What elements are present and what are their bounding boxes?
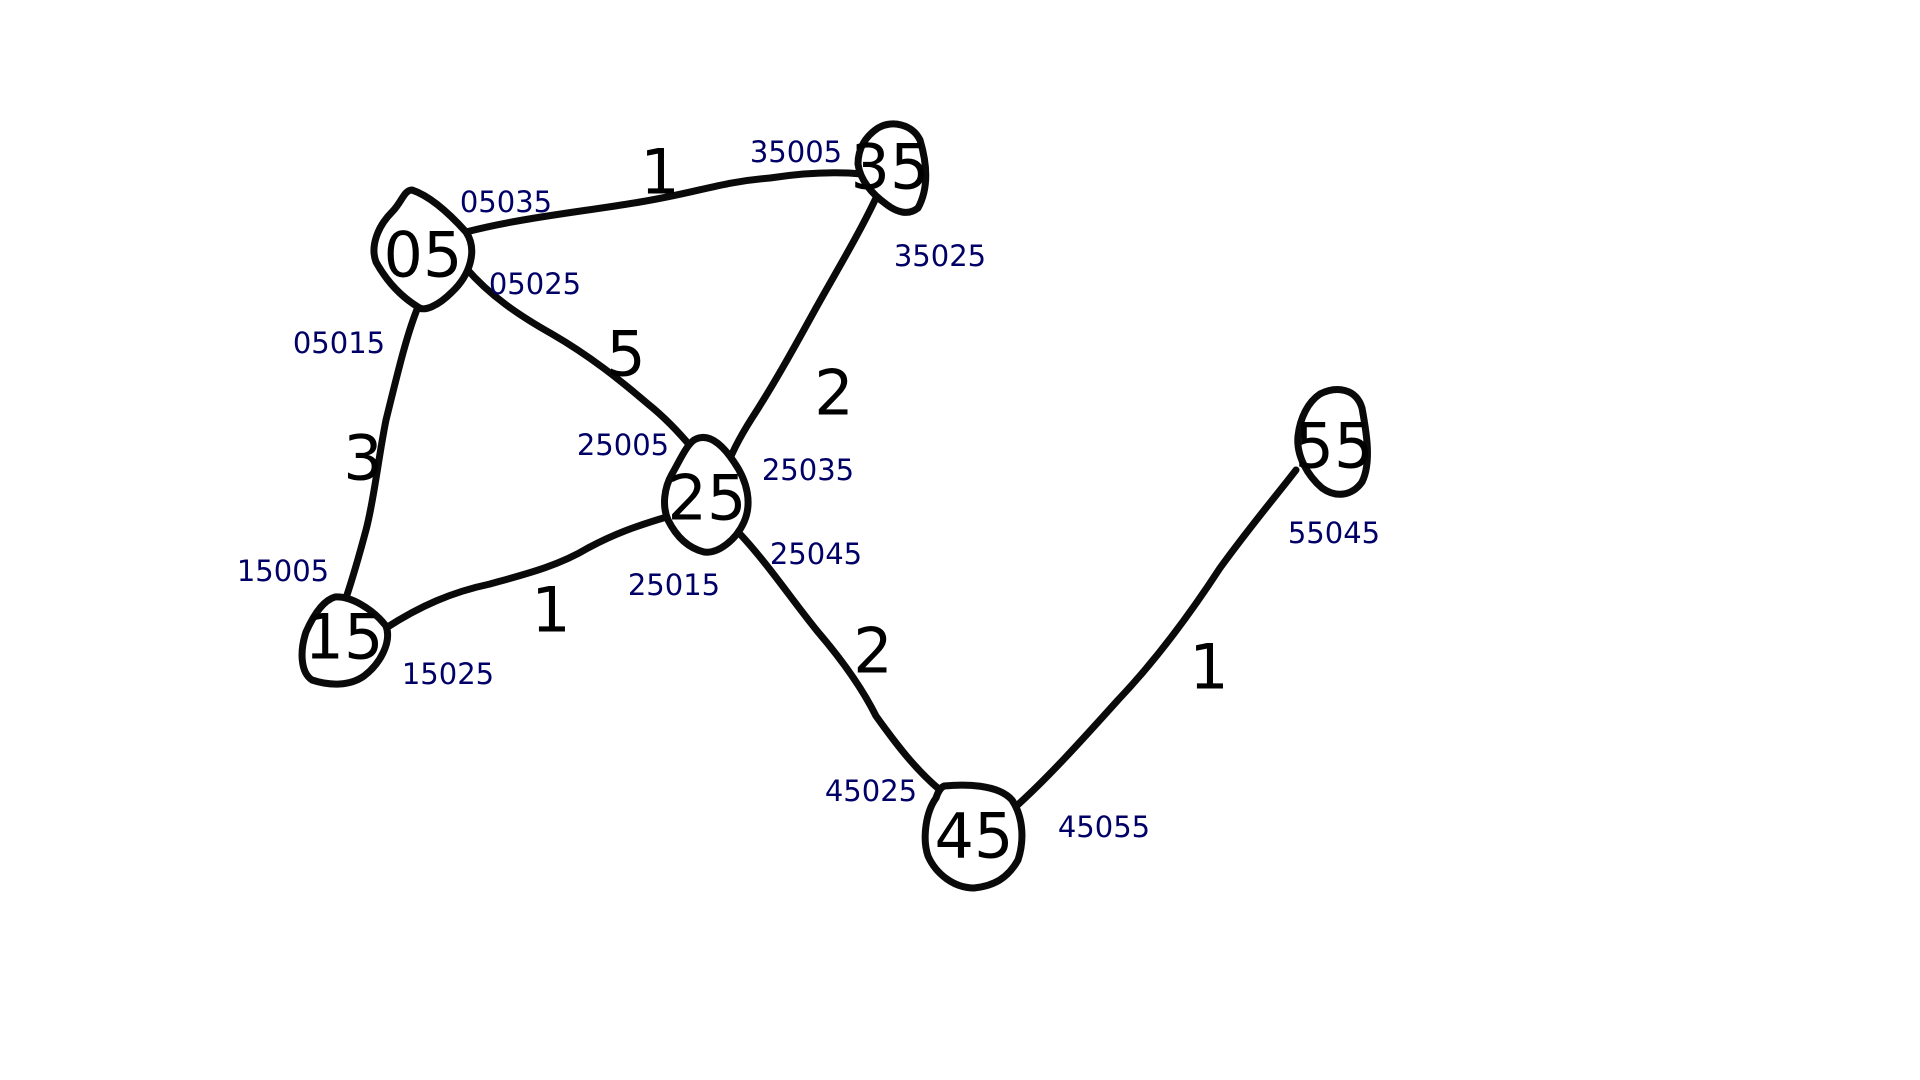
edges-layer — [342, 169, 1300, 814]
edge-25-45 — [736, 530, 944, 794]
port-label-05025: 05025 — [489, 267, 581, 301]
edge-weight-05-35: 1 — [640, 136, 679, 209]
edge-05-35 — [462, 169, 866, 236]
port-label-45055: 45055 — [1058, 810, 1150, 844]
node-shape-45 — [921, 781, 1026, 892]
edge-weight-25-45: 2 — [853, 615, 892, 688]
port-label-25005: 25005 — [577, 428, 669, 462]
node-shape-05 — [370, 186, 476, 313]
node-shape-35 — [854, 120, 930, 216]
edge-15-25 — [382, 512, 674, 632]
edge-weight-05-15: 3 — [343, 422, 382, 495]
edge-weight-05-25: 5 — [606, 318, 645, 391]
edge-weight-35-25: 2 — [814, 357, 853, 430]
port-label-35025: 35025 — [894, 239, 986, 273]
edge-05-15 — [342, 303, 422, 602]
port-label-35005: 35005 — [750, 135, 842, 169]
node-05: 05 — [370, 186, 476, 313]
port-label-05015: 05015 — [293, 326, 385, 360]
edge-45-55 — [1008, 466, 1300, 814]
port-label-15025: 15025 — [402, 657, 494, 691]
port-label-45025: 45025 — [825, 774, 917, 808]
node-15: 15 — [298, 593, 391, 688]
node-25: 25 — [661, 434, 752, 556]
port-label-55045: 55045 — [1288, 516, 1380, 550]
node-label-55: 55 — [1295, 410, 1374, 483]
node-shape-15 — [298, 593, 391, 688]
node-label-15: 15 — [305, 601, 384, 674]
port-label-25015: 25015 — [628, 568, 720, 602]
edge-weight-15-25: 1 — [531, 574, 570, 647]
node-55: 55 — [1294, 386, 1374, 498]
edge-05-25 — [462, 264, 696, 452]
edge-35-25 — [722, 194, 880, 474]
node-label-35: 35 — [851, 131, 930, 204]
port-label-15005: 15005 — [237, 554, 329, 588]
node-label-05: 05 — [384, 219, 463, 292]
port-label-05035: 05035 — [460, 185, 552, 219]
node-shape-25 — [661, 434, 752, 556]
port-label-25035: 25035 — [762, 453, 854, 487]
node-label-25: 25 — [668, 462, 747, 535]
edge-weight-45-55: 1 — [1189, 631, 1228, 704]
port-label-25045: 25045 — [770, 537, 862, 571]
node-label-45: 45 — [935, 800, 1014, 873]
node-45: 45 — [921, 781, 1026, 892]
labels-layer: 1 05035 35005 5 05025 25005 3 05015 15005 2 35025 2… — [237, 135, 1380, 844]
node-shape-55 — [1294, 386, 1371, 498]
node-35: 35 — [851, 120, 930, 216]
